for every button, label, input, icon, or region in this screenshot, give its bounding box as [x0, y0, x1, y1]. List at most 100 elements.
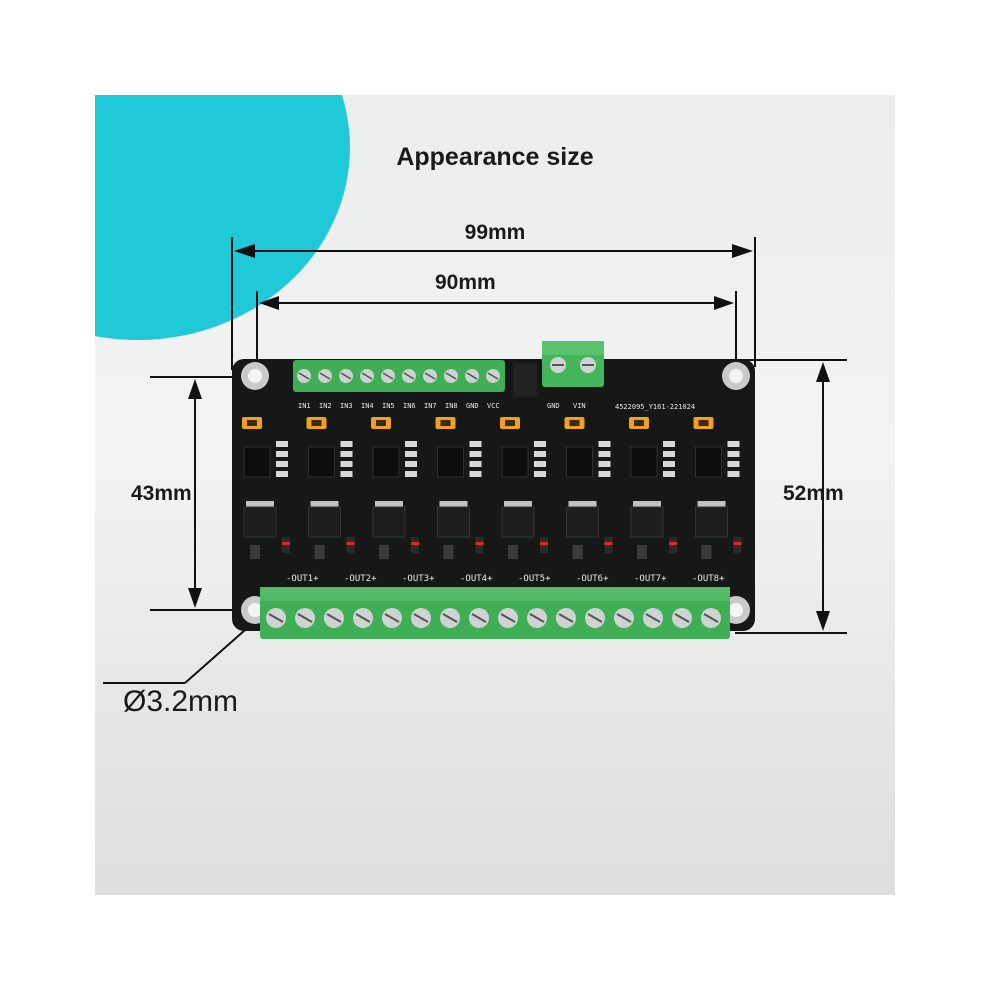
- channel-8: [693, 417, 742, 559]
- output-terminal-block: [260, 587, 730, 639]
- channel-1: [242, 417, 290, 559]
- optocoupler-chip: [243, 446, 271, 478]
- input-label: IN6: [403, 402, 416, 410]
- smd-resistor: [663, 471, 675, 477]
- optocoupler-chip: [695, 446, 722, 478]
- channel-6: [564, 417, 613, 559]
- dimension-label-outer-length: 99mm: [464, 221, 526, 244]
- smd-resistor: [340, 451, 353, 457]
- mosfet-tab: [246, 501, 274, 507]
- channel-components: [242, 417, 742, 559]
- optocoupler-chip: [630, 446, 658, 478]
- mosfet-tab: [633, 501, 661, 507]
- smd-resistor: [469, 441, 482, 447]
- output-label: -OUT8+: [692, 574, 725, 584]
- channel-3: [371, 417, 419, 559]
- dimension-label-hole-width: 43mm: [131, 482, 192, 505]
- smd-resistor: [340, 441, 353, 447]
- smd-resistor: [405, 461, 417, 467]
- output-label: -OUT3+: [402, 574, 435, 584]
- channel-5: [500, 417, 548, 559]
- input-label: IN3: [340, 402, 353, 410]
- smd-resistor: [405, 441, 417, 447]
- smd-resistor: [663, 451, 675, 457]
- channel-7: [629, 417, 677, 559]
- output-label: -OUT6+: [576, 574, 609, 584]
- mosfet: [372, 506, 406, 538]
- mosfet: [437, 506, 470, 538]
- mosfet-tab: [310, 501, 339, 507]
- optocoupler-chip: [566, 446, 593, 478]
- mosfet-tab: [439, 501, 468, 507]
- smd-resistor: [663, 461, 675, 467]
- smd-resistor: [276, 461, 288, 467]
- smd-resistor: [598, 451, 611, 457]
- part-number-silkscreen: 4522095_Y161-221024: [615, 403, 695, 411]
- smd-resistor: [469, 471, 482, 477]
- power-label: GND: [547, 402, 560, 410]
- dimension-label-hole-length: 90mm: [435, 271, 496, 294]
- mosfet-tab: [375, 501, 403, 507]
- channel-2: [306, 417, 355, 559]
- power-terminal-block: [542, 341, 604, 387]
- mosfet-tab: [568, 501, 597, 507]
- smd-resistor: [727, 461, 740, 467]
- input-label: IN5: [382, 402, 395, 410]
- output-label: -OUT5+: [518, 574, 551, 584]
- smd-resistor: [405, 451, 417, 457]
- output-silkscreen: -OUT1+-OUT2+-OUT3+-OUT4+-OUT5+-OUT6+-OUT…: [286, 574, 725, 584]
- mosfet: [566, 506, 599, 538]
- input-label: IN1: [298, 402, 311, 410]
- input-terminal-block: [293, 360, 505, 392]
- output-label: -OUT7+: [634, 574, 667, 584]
- dimension-label-hole-diameter: Ø3.2mm: [123, 685, 239, 718]
- smd-resistor: [276, 451, 288, 457]
- mosfet: [243, 506, 277, 538]
- output-label: -OUT2+: [344, 574, 377, 584]
- smd-resistor: [534, 451, 546, 457]
- smd-resistor: [534, 461, 546, 467]
- smd-resistor: [598, 461, 611, 467]
- mosfet: [308, 506, 341, 538]
- dimension-lines: [103, 237, 847, 684]
- header-pins: [513, 363, 537, 397]
- optocoupler-chip: [308, 446, 335, 478]
- smd-resistor: [598, 441, 611, 447]
- smd-resistor: [598, 471, 611, 477]
- input-label: IN7: [424, 402, 437, 410]
- input-label: IN4: [361, 402, 374, 410]
- input-label: GND: [466, 402, 479, 410]
- input-label: VCC: [487, 402, 500, 410]
- smd-resistor: [534, 471, 546, 477]
- dimension-arrowheads: [188, 244, 830, 631]
- power-silkscreen: GND VIN: [547, 402, 586, 410]
- mosfet: [501, 506, 535, 538]
- channel-4: [435, 417, 484, 559]
- mosfet-tab: [697, 501, 726, 507]
- mosfet-tab: [504, 501, 532, 507]
- smd-resistor: [340, 461, 353, 467]
- mosfet: [695, 506, 728, 538]
- smd-resistor: [727, 451, 740, 457]
- optocoupler-chip: [501, 446, 529, 478]
- dimension-label-outer-width: 52mm: [783, 482, 844, 505]
- mosfet: [630, 506, 664, 538]
- smd-resistor: [276, 471, 288, 477]
- page-title: Appearance size: [396, 143, 594, 171]
- smd-resistor: [340, 471, 353, 477]
- smd-resistor: [469, 461, 482, 467]
- smd-resistor: [663, 441, 675, 447]
- smd-resistor: [469, 451, 482, 457]
- power-label: VIN: [573, 402, 586, 410]
- output-label: -OUT4+: [460, 574, 493, 584]
- optocoupler-chip: [372, 446, 400, 478]
- smd-resistor: [727, 441, 740, 447]
- smd-resistor: [276, 441, 288, 447]
- smd-resistor: [405, 471, 417, 477]
- smd-resistor: [534, 441, 546, 447]
- input-label: IN2: [319, 402, 332, 410]
